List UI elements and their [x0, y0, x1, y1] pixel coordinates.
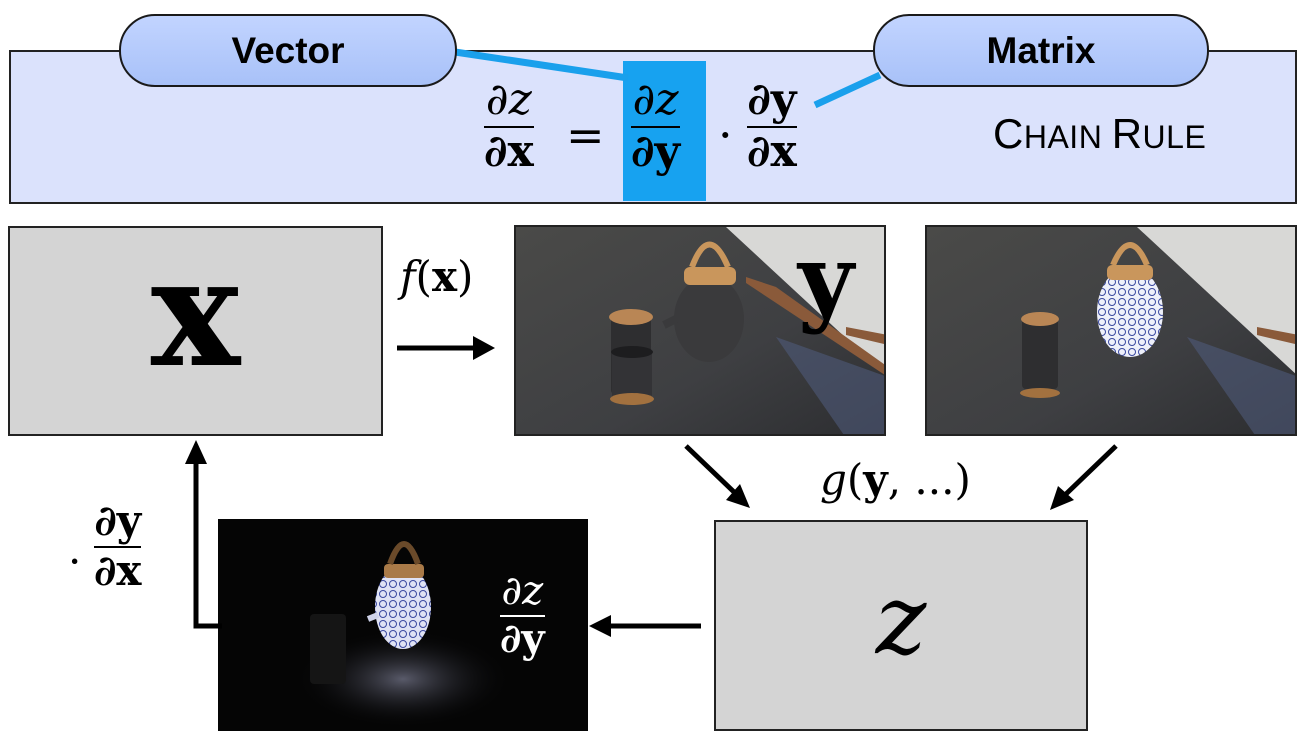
g-label: g(y, ...) [820, 455, 971, 504]
render-textured-teapot [925, 225, 1297, 436]
x-input-box: x [8, 226, 383, 436]
lhs-fraction: ∂z ∂x [484, 78, 534, 174]
z-output-box: z [714, 520, 1088, 731]
gradient-render: ∂z ∂y [218, 519, 588, 731]
forward-arrow [397, 336, 495, 360]
teapot-render-textured [927, 227, 1295, 434]
rhs-denominator: ∂x [747, 126, 797, 177]
dot-operator: · [718, 108, 733, 162]
back-numerator: ∂y [94, 496, 142, 545]
mid-denominator: ∂y [631, 126, 681, 177]
lhs-numerator: ∂z [485, 74, 532, 125]
mid-numerator: ∂z [632, 74, 679, 125]
z-symbol: z [875, 564, 927, 676]
back-denominator: ∂x [94, 546, 142, 595]
x-symbol: x [150, 225, 241, 401]
back-fraction: ∂y ∂x [94, 496, 142, 595]
arrow-textured-to-z [1050, 444, 1118, 510]
vector-pill: Vector [119, 14, 457, 87]
chain-rule-title: CHAIN RULE [993, 110, 1207, 157]
arrow-render-to-z [684, 444, 750, 508]
back-dot: · [68, 537, 82, 586]
f-of-x-label: f(x) [400, 252, 474, 301]
y-symbol: y [798, 225, 854, 336]
teapot-gradient-render [293, 541, 513, 729]
render-plain-teapot: y [514, 225, 886, 436]
gradient-fraction: ∂z ∂y [500, 571, 545, 659]
gradient-numerator: ∂z [501, 568, 544, 614]
mid-fraction: ∂z ∂y [631, 74, 681, 177]
backward-arrow [589, 615, 701, 637]
arrow-back-to-x [185, 440, 222, 629]
lhs-denominator: ∂x [484, 126, 534, 177]
matrix-pill: Matrix [873, 14, 1209, 87]
rhs-numerator: ∂y [747, 74, 797, 125]
highlight-box [623, 61, 706, 201]
rhs-fraction: ∂y ∂x [747, 78, 797, 174]
matrix-label: Matrix [986, 29, 1096, 71]
vector-label: Vector [231, 29, 345, 71]
teapot-render-plain [516, 227, 884, 434]
gradient-denominator: ∂y [500, 615, 545, 662]
equals-sign: = [566, 108, 605, 162]
